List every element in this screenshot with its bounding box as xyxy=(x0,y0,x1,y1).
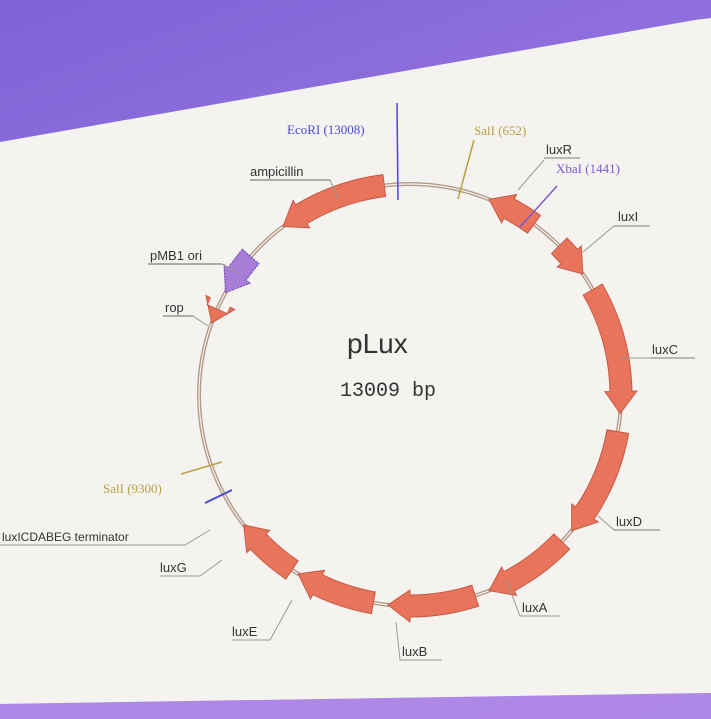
gene-arrows xyxy=(205,174,638,624)
terminator-mark xyxy=(204,489,233,504)
ori-arrow xyxy=(223,248,260,294)
label-ampicillin: ampicillin xyxy=(250,164,303,179)
label-luxr: luxR xyxy=(546,142,572,157)
luxi-arrow xyxy=(550,237,584,275)
site-sali652-mark xyxy=(457,139,475,200)
leader-luxi xyxy=(582,225,615,253)
label-luxe: luxE xyxy=(232,624,258,639)
luxb-arrow xyxy=(387,584,480,624)
leader-luxg xyxy=(160,559,223,577)
luxc-arrow xyxy=(582,283,638,415)
slide-background xyxy=(0,18,711,704)
ampicillin-arrow xyxy=(282,174,387,229)
luxd-arrow xyxy=(571,429,630,532)
site-sali652-label: SalI (652) xyxy=(474,123,526,138)
leader-luxd xyxy=(597,515,615,531)
site-sali9300-mark xyxy=(180,461,223,475)
luxr-arrow xyxy=(488,193,542,234)
luxe-arrow xyxy=(297,569,376,615)
leader-luxe xyxy=(232,599,293,641)
plasmid-map: EcoRI (13008) SalI (652) XbaI (1441) Sal… xyxy=(0,102,695,661)
label-ori: pMB1 ori xyxy=(150,248,202,263)
rop-arrow xyxy=(205,294,236,324)
label-rop: rop xyxy=(165,300,184,315)
site-xbai-mark xyxy=(519,185,558,228)
label-luxg: luxG xyxy=(160,560,187,575)
leader-terminator xyxy=(0,529,211,546)
site-ecori-label: EcoRI (13008) xyxy=(287,122,365,137)
site-ecori-mark xyxy=(396,102,399,201)
plasmid-size: 13009 bp xyxy=(340,380,436,403)
label-luxi: luxI xyxy=(618,209,638,224)
label-luxb: luxB xyxy=(402,644,427,659)
site-xbai-label: XbaI (1441) xyxy=(556,161,620,176)
site-sali9300-label: SalI (9300) xyxy=(103,481,162,496)
leader-luxa xyxy=(505,579,560,617)
luxa-arrow xyxy=(488,533,571,597)
label-terminator: luxICDABEG terminator xyxy=(2,530,129,544)
label-luxa: luxA xyxy=(522,600,548,615)
label-luxd: luxD xyxy=(616,514,642,529)
leader-luxb xyxy=(395,621,442,661)
luxg-arrow xyxy=(243,524,299,580)
label-luxc: luxC xyxy=(652,342,678,357)
slide-shadow xyxy=(0,693,711,719)
plasmid-name: pLux xyxy=(347,328,408,359)
leader-luxr xyxy=(517,159,545,191)
